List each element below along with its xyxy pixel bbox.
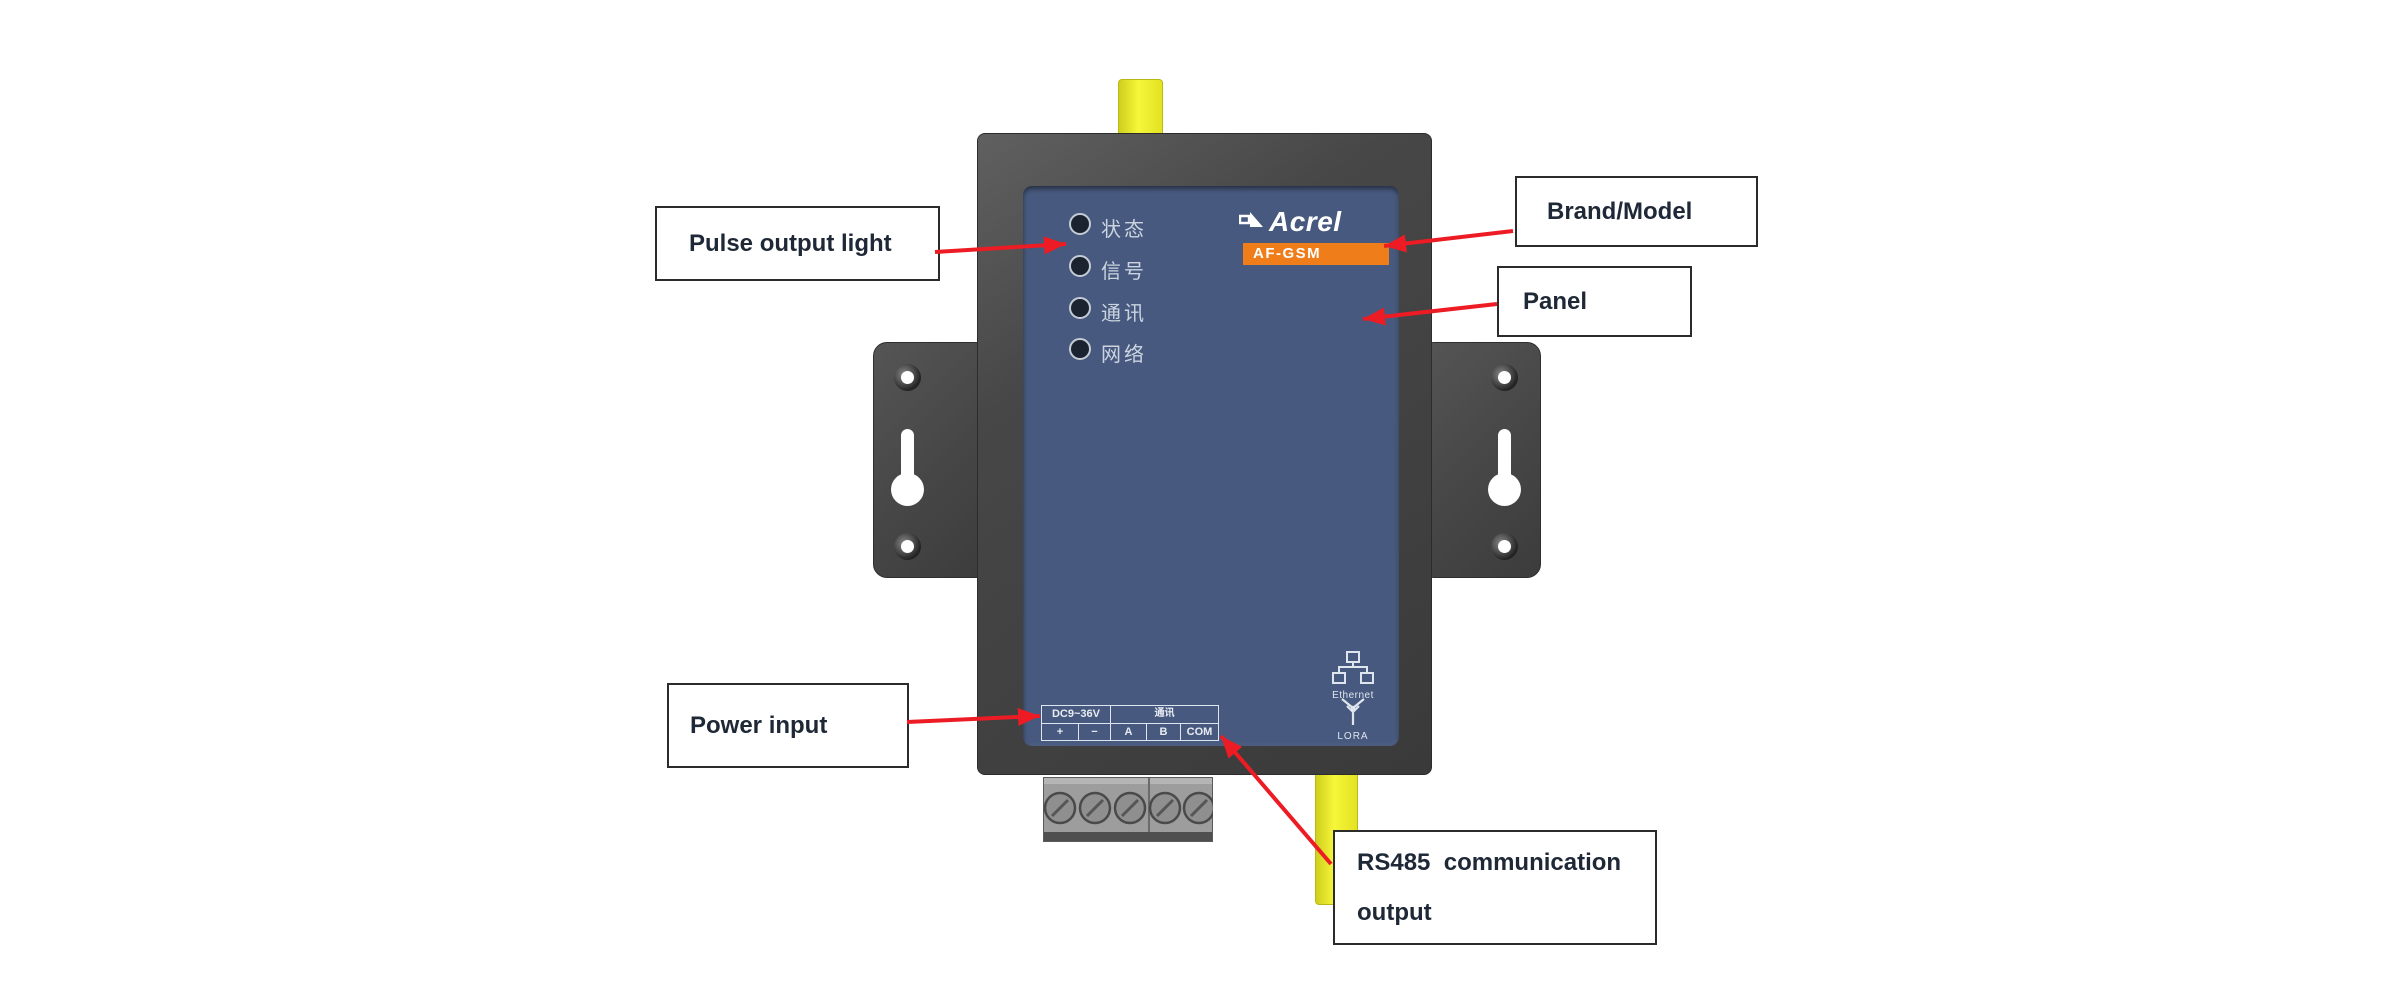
mount-hole-icon [1491,364,1518,391]
lora-block: LORA [1325,698,1381,742]
callout-label: Pulse output light [689,229,892,257]
led-label: 通讯 [1101,303,1147,325]
terminal-cell-plus: + [1056,726,1064,738]
ethernet-label: Ethernet [1332,690,1374,701]
top-antenna-connector [1118,79,1163,135]
lora-antenna-icon [1341,698,1365,725]
terminal-screw [1113,791,1147,825]
callout-power-input: Power input [667,683,909,768]
mount-hole-icon [1491,533,1518,560]
brand-logo-text: Acrel [1269,206,1342,237]
led-label: 信号 [1101,261,1147,283]
ethernet-block: Ethernet [1325,651,1381,701]
terminal-cell-a: A [1110,724,1146,740]
terminal-block [1043,777,1213,842]
terminal-cell-com: COM [1180,724,1218,740]
led-indicator [1069,213,1091,235]
keyhole-circle [1488,473,1521,506]
mount-hole-icon [894,364,921,391]
terminal-screws [1043,791,1213,825]
brand-logo: Acrel [1239,202,1395,242]
callout-brand-model: Brand/Model [1515,176,1758,247]
comm-header-cell: 通讯 [1110,706,1218,723]
led-indicator [1069,255,1091,277]
callout-label: Panel [1523,287,1588,315]
terminal-screw [1078,791,1112,825]
model-badge: AF-GSM [1243,243,1389,265]
callout-pulse-output-light: Pulse output light [655,206,940,281]
callout-panel: Panel [1497,266,1692,337]
terminal-screw [1043,791,1077,825]
callout-label: Power input [690,711,828,739]
terminal-label-table: DC9~36V 通讯 + − A B COM [1041,705,1219,741]
ethernet-icon [1332,651,1374,684]
callout-label-line1: RS485 communication [1357,848,1622,876]
led-indicator [1069,297,1091,319]
mount-hole-center [1498,371,1511,384]
led-label: 网络 [1101,344,1147,366]
led-label: 状态 [1101,219,1147,241]
keyhole-circle [891,473,924,506]
terminal-header-row: DC9~36V 通讯 [1042,706,1218,723]
terminal-pins-row: + − A B COM [1042,723,1218,740]
lora-label: LORA [1337,731,1369,742]
mount-hole-icon [894,533,921,560]
terminal-screw [1182,791,1213,825]
mount-hole-center [901,540,914,553]
device-frame: 状态 信号 通讯 网络 Acrel AF-GSM [977,133,1432,775]
terminal-screw [1148,791,1182,825]
power-range-cell: DC9~36V [1051,708,1100,720]
device-panel: 状态 信号 通讯 网络 Acrel AF-GSM [1023,186,1399,746]
callout-label: Brand/Model [1547,197,1693,225]
acrel-logo-icon [1239,212,1263,227]
callout-label-line2: output [1357,898,1432,926]
left-mount-tab [873,342,990,578]
mount-hole-center [1498,540,1511,553]
mount-hole-center [901,371,914,384]
led-indicator [1069,338,1091,360]
callout-rs485-output: RS485 communication output [1333,830,1657,945]
right-mount-tab [1420,342,1541,578]
terminal-cell-b: B [1146,724,1180,740]
terminal-cell-minus: − [1078,724,1110,740]
